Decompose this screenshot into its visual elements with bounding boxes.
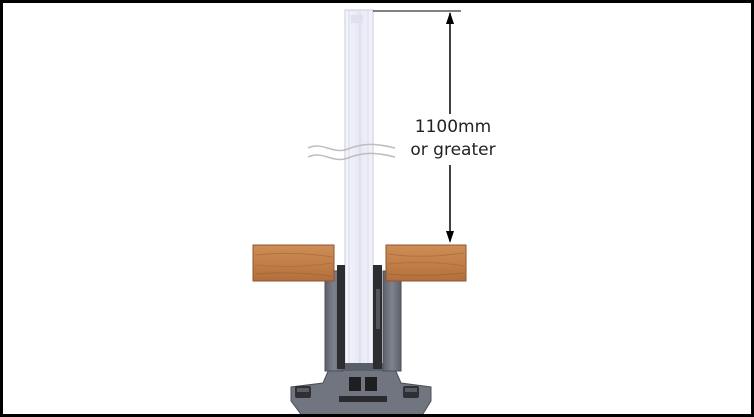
- dimension-label: 1100mm or greater: [401, 114, 505, 165]
- timber-deck-right: [385, 244, 467, 282]
- gasket: [337, 265, 382, 369]
- bolt-icon: [295, 386, 419, 398]
- arrowhead-down-icon: [446, 231, 454, 243]
- timber-deck-left: [252, 244, 335, 282]
- arrowhead-up-icon: [446, 12, 454, 24]
- dimension-value: 1100mm: [414, 117, 492, 137]
- glass-panel: [344, 9, 374, 371]
- dimension-qualifier: or greater: [410, 140, 496, 160]
- wavy-break-icon: [307, 143, 396, 161]
- balustrade-section-diagram: [252, 9, 467, 414]
